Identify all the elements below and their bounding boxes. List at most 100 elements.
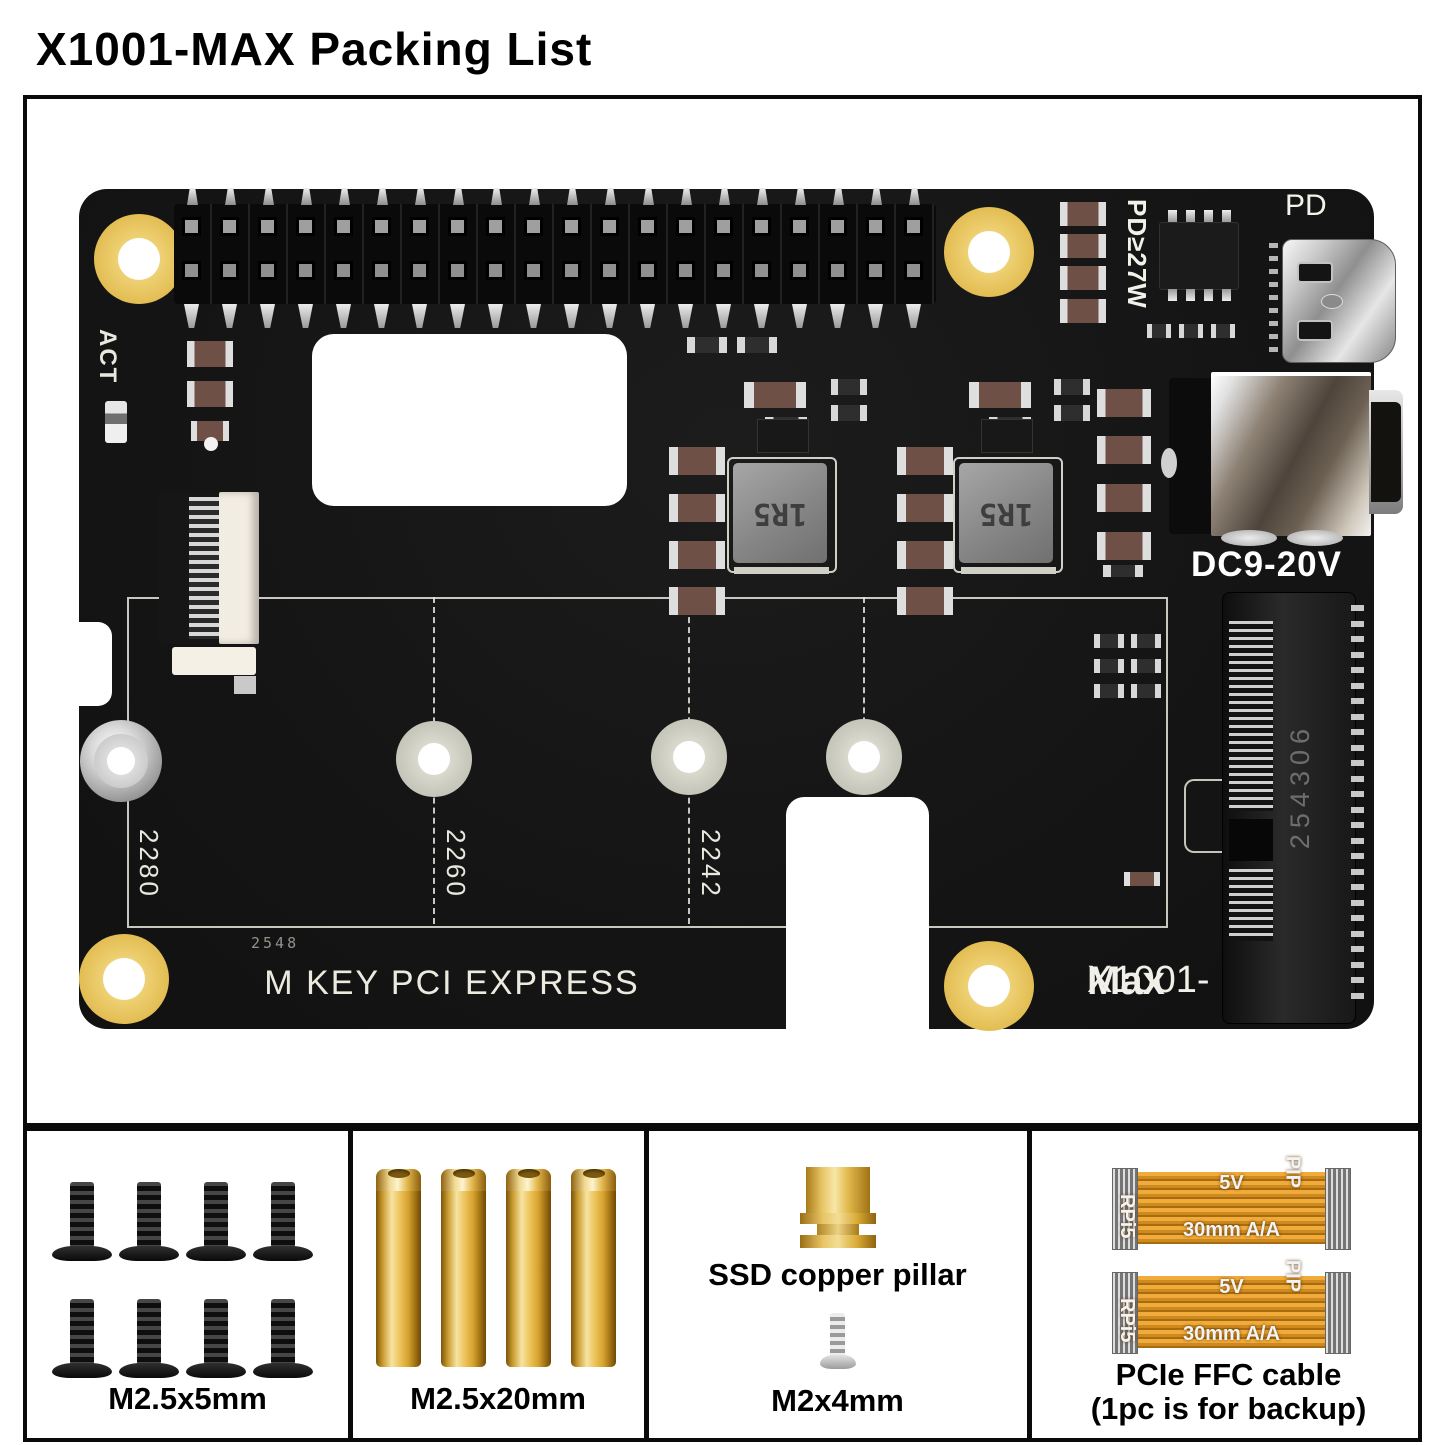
solder-pad xyxy=(1221,530,1277,546)
cable-text-right: PIP xyxy=(1281,1155,1303,1188)
screw-m25x5-icon xyxy=(253,1182,313,1264)
model-suffix: Max xyxy=(1087,959,1165,1003)
gpio-pin-top-icon xyxy=(567,188,578,205)
screw-m25x5-icon xyxy=(186,1182,246,1264)
ic-pin-icon xyxy=(1222,289,1231,301)
gpio-pin-top-icon xyxy=(339,188,350,205)
smd-resistor xyxy=(1094,659,1124,673)
screw-m25x5-icon xyxy=(119,1299,179,1381)
gpio-pin-bottom-icon xyxy=(412,304,427,328)
m2-solder-pad xyxy=(1351,713,1364,720)
ic-pin-icon xyxy=(1204,289,1213,301)
m2-key-notch xyxy=(1229,819,1273,861)
gpio-pin-contact xyxy=(565,264,578,277)
label-2260: 2260 xyxy=(441,829,471,899)
copper-pillar xyxy=(806,1167,870,1213)
smd-capacitor xyxy=(897,494,953,522)
gpio-pin-bottom-icon xyxy=(526,304,541,328)
smd-capacitor xyxy=(1097,436,1151,464)
m2-solder-pad xyxy=(1351,698,1364,704)
smd-resistor xyxy=(1147,324,1171,338)
m2-solder-pad xyxy=(1351,636,1364,642)
gpio-pin-contact xyxy=(223,220,236,233)
smd-capacitor xyxy=(669,541,725,569)
mkey-label: M KEY PCI EXPRESS xyxy=(264,964,640,1002)
gpio-pin-contact xyxy=(755,264,768,277)
standoff-m25x20-icon xyxy=(376,1164,421,1367)
smd-resistor xyxy=(1094,634,1124,648)
gpio-pin-contact xyxy=(565,220,578,233)
dc-jack-bump xyxy=(1161,448,1177,478)
smd-capacitor xyxy=(897,447,953,475)
m2-solder-pad xyxy=(1351,667,1364,673)
cables-label-line2: (1pc is for backup) xyxy=(1090,1391,1367,1426)
usb-c-pin xyxy=(1269,269,1278,274)
m2-solder-pad xyxy=(1351,961,1364,968)
ic-pin-icon xyxy=(1168,289,1177,301)
gpio-pin-top-icon xyxy=(681,188,692,205)
standoff-m25x20-icon xyxy=(441,1164,486,1367)
gpio-pin-bottom-icon xyxy=(374,304,389,328)
cable-connector-icon xyxy=(1325,1168,1351,1250)
gpio-pin-contact xyxy=(299,220,312,233)
smd-resistor xyxy=(1131,659,1161,673)
smd-resistor xyxy=(1094,684,1124,698)
accessories-row: M2.5x5mm M2.5x20mm xyxy=(23,1127,1422,1442)
gpio-pin-bottom-icon xyxy=(640,304,655,328)
gpio-pin-top-icon xyxy=(833,188,844,205)
gpio-pin-contact xyxy=(831,264,844,277)
inductor-1-outline: 1R5 xyxy=(727,457,837,573)
m2-solder-pad xyxy=(1351,915,1364,921)
standoffs-label: M2.5x20mm xyxy=(410,1381,586,1416)
copper-pillar-base xyxy=(800,1235,876,1248)
m2-slot: 254306 xyxy=(1222,592,1364,1024)
m2-screw-shaft xyxy=(830,1313,845,1357)
smd-resistor xyxy=(1179,324,1203,338)
smd-resistor xyxy=(831,405,867,421)
m2-solder-pad xyxy=(1351,946,1364,952)
gpio-pin-contact xyxy=(223,264,236,277)
mount-hole-top-left xyxy=(94,214,184,304)
cable-connector-icon xyxy=(1112,1168,1138,1250)
cable-text-bottom: 30mm A/A xyxy=(1182,1219,1281,1241)
ffc-connector-pins xyxy=(189,497,221,639)
date-code: 2548 xyxy=(251,934,300,952)
gpio-pin-contact xyxy=(641,264,654,277)
cable-text-top: 5V xyxy=(1219,1172,1244,1194)
model-prefix: X1001- xyxy=(1087,959,1210,1001)
m2-length-silkscreen xyxy=(127,597,1168,928)
screw-m25x5-icon xyxy=(52,1299,112,1381)
mount-hole-center xyxy=(968,231,1010,273)
board-cutout-notch-bottom xyxy=(786,797,929,1032)
cable-text-right: PIP xyxy=(1281,1259,1303,1292)
gpio-header xyxy=(174,188,936,328)
m2-pins-lower xyxy=(1229,869,1273,941)
smd-capacitor xyxy=(744,382,806,408)
smd-capacitor xyxy=(897,587,953,615)
gpio-pin-contact xyxy=(413,220,426,233)
gpio-pin-top-icon xyxy=(415,188,426,205)
smd-capacitor xyxy=(1060,299,1106,323)
gpio-pin-bottom-icon xyxy=(830,304,845,328)
gpio-pin-contact xyxy=(337,264,350,277)
gpio-pin-contact xyxy=(603,220,616,233)
usb-c-pin xyxy=(1269,243,1278,248)
ssd-pad-2230 xyxy=(826,719,902,795)
ffc-cable-icon: 5V 30mm A/A RPi5 PIP xyxy=(1112,1156,1351,1250)
mount-hole-center xyxy=(968,965,1010,1007)
m2-screw-head xyxy=(820,1355,856,1369)
m2-solder-pad xyxy=(1351,806,1364,813)
m2-solder-pad xyxy=(1351,682,1364,689)
gpio-pin-bottom-icon xyxy=(602,304,617,328)
ffc-connector-tab xyxy=(172,647,256,675)
pad-hole xyxy=(673,741,705,773)
gpio-pin-bottom-icon xyxy=(564,304,579,328)
accessory-standoffs: M2.5x20mm xyxy=(352,1131,644,1438)
gpio-pin-contact xyxy=(831,220,844,233)
gpio-pin-bottom-icon xyxy=(184,304,199,328)
inductor-2-outline: 1R5 xyxy=(953,457,1063,573)
box-divider xyxy=(1027,1131,1032,1438)
accessory-cables: PCIe FFC cable (1pc is for backup) 5V 30… xyxy=(1035,1131,1422,1438)
smd-ic xyxy=(757,419,809,453)
mount-hole-bottom-right xyxy=(944,941,1034,1031)
